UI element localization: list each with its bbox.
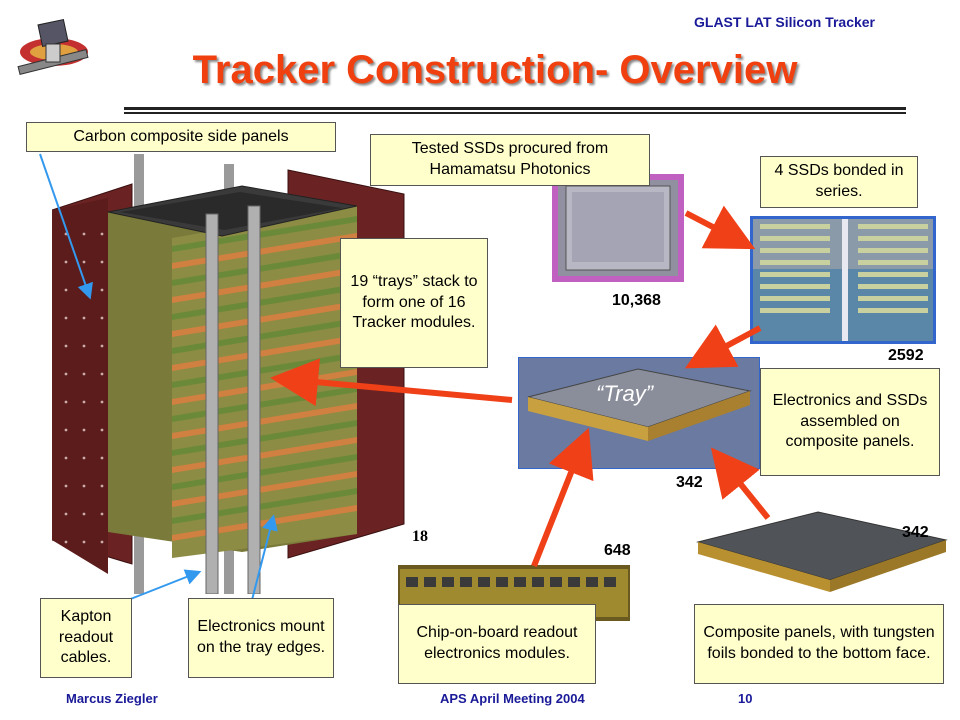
bond-pad <box>858 236 928 241</box>
panel-rivet <box>82 456 86 460</box>
readout-chip <box>586 577 598 587</box>
tray-image <box>518 357 760 469</box>
panel-rivet <box>82 344 86 348</box>
bond-pad <box>760 248 830 253</box>
bond-pad <box>858 284 928 289</box>
panel-rivet <box>100 400 104 404</box>
title-rule-bottom <box>124 112 906 114</box>
footer-page-number: 10 <box>738 691 753 706</box>
bond-pad <box>760 224 830 229</box>
panel-rivet <box>100 260 104 264</box>
arrow-electronics-mount <box>251 514 278 601</box>
panel-rivet <box>82 372 86 376</box>
header-project-label: GLAST LAT Silicon Tracker <box>694 14 876 30</box>
arrow-bonded-to-tray <box>684 324 762 369</box>
ssd-wafer-image <box>552 174 684 282</box>
panel-rivet <box>64 428 68 432</box>
bond-pad <box>760 260 830 265</box>
arrow-wafer-to-bonded <box>684 205 756 250</box>
readout-chip <box>550 577 562 587</box>
callout-ssd-procured: Tested SSDs procured from Hamamatsu Phot… <box>370 134 650 186</box>
bond-pad <box>858 272 928 277</box>
count-stack: 18 <box>412 528 428 545</box>
panel-rivet <box>64 512 68 516</box>
panel-rivet <box>82 232 86 236</box>
composite-panel-image <box>696 511 948 592</box>
arrow-cob-to-tray <box>531 427 594 568</box>
panel-rivet <box>64 260 68 264</box>
readout-chip <box>514 577 526 587</box>
readout-chip <box>424 577 436 587</box>
panel-rivet <box>64 484 68 488</box>
panel-rivet <box>100 428 104 432</box>
callout-ssd-bonded: 4 SSDs bonded in series. <box>760 156 918 208</box>
glast-logo-icon <box>17 18 89 75</box>
bonded-ssd-image <box>750 216 936 344</box>
count-trays: 342 <box>676 474 703 491</box>
count-ssd-total: 10,368 <box>612 292 661 309</box>
panel-rivet <box>100 512 104 516</box>
panel-rivet <box>82 316 86 320</box>
panel-rivet <box>64 344 68 348</box>
callout-electronics-mount: Electronics mount on the tray edges. <box>188 598 334 678</box>
readout-chip <box>532 577 544 587</box>
panel-rivet <box>82 428 86 432</box>
panel-rivet <box>82 400 86 404</box>
bond-pad <box>858 296 928 301</box>
bond-pad <box>858 308 928 313</box>
panel-rivet <box>82 484 86 488</box>
readout-chip <box>478 577 490 587</box>
panel-rivet <box>64 372 68 376</box>
arrow-kapton <box>127 569 202 601</box>
panel-rivet <box>82 512 86 516</box>
arrow-tray-to-tower <box>270 358 513 407</box>
panel-rivet <box>82 260 86 264</box>
callout-composite-panels: Composite panels, with tungsten foils bo… <box>694 604 944 684</box>
callout-electronics-ssd: Electronics and SSDs assembled on compos… <box>760 368 940 476</box>
count-mcm: 648 <box>604 542 631 559</box>
panel-rivet <box>64 316 68 320</box>
bond-pad <box>858 224 928 229</box>
bond-pad <box>760 272 830 277</box>
readout-chip <box>604 577 616 587</box>
panel-rivet <box>100 456 104 460</box>
panel-rivet <box>100 232 104 236</box>
panel-rivet <box>64 288 68 292</box>
footer-meeting: APS April Meeting 2004 <box>440 691 585 706</box>
bond-pad <box>760 284 830 289</box>
readout-chip <box>442 577 454 587</box>
panel-rivet <box>100 344 104 348</box>
callout-trays-stack: 19 “trays” stack to form one of 16 Track… <box>340 238 488 368</box>
arrow-side-panels <box>39 153 93 300</box>
readout-chip <box>496 577 508 587</box>
tray-image-label: “Tray” <box>596 381 654 406</box>
panel-rivet <box>100 372 104 376</box>
bond-pad <box>760 296 830 301</box>
callout-side-panels: Carbon composite side panels <box>26 122 336 152</box>
panel-rivet <box>82 540 86 544</box>
callout-kapton: Kapton readout cables. <box>40 598 132 678</box>
readout-chip <box>568 577 580 587</box>
bond-pad <box>858 260 928 265</box>
footer-author: Marcus Ziegler <box>66 691 158 706</box>
bond-pad <box>858 248 928 253</box>
bond-pad <box>760 308 830 313</box>
panel-rivet <box>100 540 104 544</box>
readout-chip <box>406 577 418 587</box>
callout-chip-on-board: Chip-on-board readout electronics module… <box>398 604 596 684</box>
panel-rivet <box>64 400 68 404</box>
arrow-panel-to-tray <box>710 447 771 520</box>
title-rule-top <box>124 107 906 110</box>
count-ladders: 2592 <box>888 347 924 364</box>
panel-rivet <box>64 540 68 544</box>
page-title: Tracker Construction- Overview <box>192 48 798 92</box>
panel-rivet <box>100 484 104 488</box>
panel-rivet <box>100 288 104 292</box>
panel-rivet <box>64 456 68 460</box>
readout-chip <box>460 577 472 587</box>
panel-rivet <box>100 316 104 320</box>
count-panels: 342 <box>902 524 929 541</box>
bond-pad <box>760 236 830 241</box>
